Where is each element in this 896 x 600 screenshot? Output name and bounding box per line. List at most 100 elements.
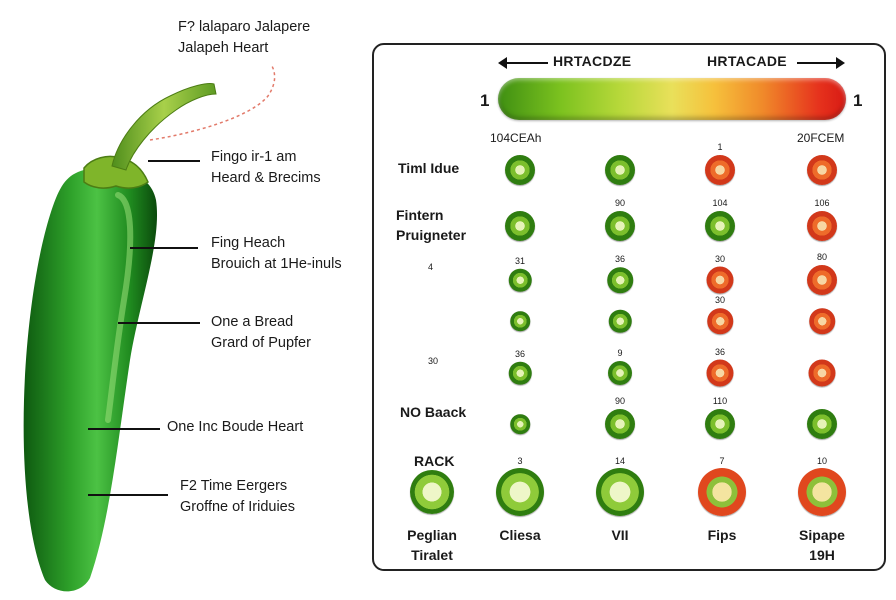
row-label-5-line-0: NO Baack xyxy=(400,404,467,420)
scale-left-heading: HRTACDZE xyxy=(553,53,632,69)
callout-leader-4 xyxy=(88,428,160,430)
slice-number-r0-c2: 1 xyxy=(717,142,723,152)
scale-right-heading: HRTACADE xyxy=(707,53,787,69)
bottom-label-2-line-0: VII xyxy=(611,527,629,543)
pepper-slice-r2-c1 xyxy=(607,267,633,293)
pepper-slice-r2-c0 xyxy=(508,268,532,292)
pepper-slice-r5-c2 xyxy=(705,409,735,439)
bottom-label-0-line-0: Peglian xyxy=(407,527,457,543)
bottom-label-3: Fips xyxy=(708,525,737,545)
pepper-slice-r3-c2 xyxy=(707,308,733,334)
pepper-slice-r4-c0 xyxy=(508,361,532,385)
callout-leader-2 xyxy=(130,247,198,249)
pepper-slice-r5-c1 xyxy=(605,409,635,439)
slice-number-r4-c1: 9 xyxy=(617,348,623,358)
pepper-slice-r3-c0 xyxy=(510,311,530,331)
pepper-title-label: F? lalaparo Jalapere Jalapeh Heart xyxy=(178,17,310,59)
pepper-body xyxy=(23,167,158,592)
slice-number-r5-c1: 90 xyxy=(614,396,626,406)
callout-4: One Inc Boude Heart xyxy=(167,417,303,438)
pepper-slice-r0-c0 xyxy=(505,155,535,185)
scale-right-number: 1 xyxy=(853,91,863,110)
pepper-slice-r4-c1 xyxy=(608,361,632,385)
row-label-0: Timl Idue xyxy=(398,158,459,178)
bottom-label-2: VII xyxy=(611,525,628,545)
pepper-slice-r1-c2 xyxy=(705,211,735,241)
scale-right-sublabel: 20FCEM xyxy=(797,131,845,145)
pepper-slice-bottom-3 xyxy=(698,468,746,516)
bottom-label-3-line-0: Fips xyxy=(707,527,737,543)
right-arrow-icon xyxy=(797,57,845,69)
callout-3-line-1: One a Bread xyxy=(211,314,294,330)
row-label-1-line-0: Fintern xyxy=(396,207,444,223)
callout-leader-5 xyxy=(88,494,168,496)
bottom-label-1: Cliesa xyxy=(499,525,540,545)
callout-3: One a Bread Grard of Pupfer xyxy=(211,312,311,354)
callout-5-line-2: Groffne of Iriduies xyxy=(180,499,295,515)
pepper-slice-r4-c2 xyxy=(706,359,734,387)
slice-number-r2-c2: 30 xyxy=(714,253,726,264)
pepper-slice-r1-c0 xyxy=(505,211,535,241)
callout-1-line-2: Heard & Brecims xyxy=(211,170,321,186)
row-label-2-line-0: 4 xyxy=(428,262,434,272)
callout-2-line-1: Fing Heach xyxy=(211,235,286,251)
slice-number-r4-c2: 36 xyxy=(714,346,726,357)
pepper-slice-bottom-1 xyxy=(496,468,544,516)
callout-4-line-1: One Inc Boude Heart xyxy=(167,419,304,435)
slice-number-r3-c2: 30 xyxy=(714,295,726,306)
row-label-5: NO Baack xyxy=(400,402,466,422)
dashed-guide xyxy=(149,65,276,141)
bottom-number-3: 10 xyxy=(816,456,828,466)
callout-1: Fingo ir-1 am Heard & Brecims xyxy=(211,147,321,189)
callout-5: F2 Time Eergers Groffne of Iriduies xyxy=(180,476,295,518)
pepper-slice-r1-c3 xyxy=(807,211,837,241)
bottom-label-0-line-1: Tiralet xyxy=(411,547,453,563)
pepper-title-line-2: Jalapeh Heart xyxy=(178,40,269,56)
pepper-slice-r2-c2 xyxy=(706,266,734,294)
scale-left-number: 1 xyxy=(480,91,490,110)
pepper-calyx xyxy=(83,155,149,189)
bottom-number-0: 3 xyxy=(517,456,523,466)
pepper-slice-bottom-2 xyxy=(596,468,644,516)
slice-number-r5-c2: 110 xyxy=(712,396,728,406)
pepper-slice-r2-c3 xyxy=(807,265,837,295)
pepper-slice-r5-c0 xyxy=(510,414,530,434)
slice-number-r1-c2: 104 xyxy=(712,198,728,208)
slice-number-r2-c3: 80 xyxy=(816,252,828,262)
slice-number-r1-c1: 90 xyxy=(614,198,626,208)
callout-5-line-1: F2 Time Eergers xyxy=(180,478,288,494)
pepper-slice-r4-c3 xyxy=(808,359,836,387)
callout-2: Fing Heach Brouich at 1He-inuls xyxy=(211,233,342,275)
pepper-slice-r0-c1 xyxy=(605,155,635,185)
slice-number-r1-c3: 106 xyxy=(814,198,830,208)
callout-3-line-2: Grard of Pupfer xyxy=(211,335,311,351)
row-label-0-line-0: Timl Idue xyxy=(398,160,460,176)
pepper-slice-bottom-4 xyxy=(798,468,846,516)
pepper-slice-r3-c3 xyxy=(809,308,835,334)
scale-left-sublabel: 104CEAh xyxy=(490,131,542,145)
slice-number-r2-c1: 36 xyxy=(614,254,626,265)
pepper-slice-r5-c3 xyxy=(807,409,837,439)
bottom-label-4-line-0: Sipape xyxy=(799,527,845,543)
pepper-slice-r3-c1 xyxy=(608,309,632,333)
bottom-label-1-line-0: Cliesa xyxy=(499,527,541,543)
callout-leader-3 xyxy=(118,322,200,324)
callout-leader-1 xyxy=(148,160,200,162)
pepper-stem xyxy=(111,83,217,171)
callout-2-line-2: Brouich at 1He-inuls xyxy=(211,256,342,272)
callout-1-line-1: Fingo ir-1 am xyxy=(211,149,297,165)
pepper-slice-r0-c3 xyxy=(807,155,837,185)
pepper-slice-bottom-0 xyxy=(410,470,454,514)
bottom-row-header: RACK xyxy=(414,453,455,469)
bottom-number-2: 7 xyxy=(719,456,725,466)
row-label-4: 30 xyxy=(428,351,438,371)
slice-number-r2-c0: 31 xyxy=(514,255,526,266)
pepper-slice-r0-c2 xyxy=(705,155,735,185)
pepper-highlight xyxy=(105,192,134,423)
left-arrow-icon xyxy=(498,57,548,69)
pepper-title-line-1: F? lalaparo Jalapere xyxy=(178,19,311,35)
row-label-2: 4 xyxy=(428,257,433,277)
